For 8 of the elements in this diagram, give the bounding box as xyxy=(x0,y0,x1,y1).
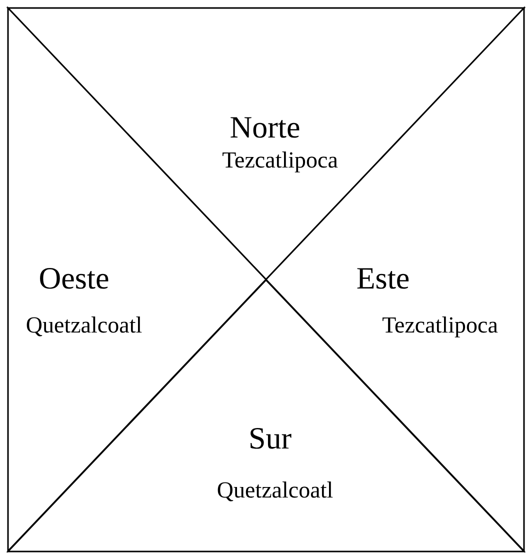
direction-label: Sur xyxy=(248,422,292,453)
direction-label: Oeste xyxy=(38,262,110,294)
direction-label: Este xyxy=(356,262,410,294)
deity-name: Quetzalcoatl xyxy=(216,478,334,501)
deity-name: Tezcatlipoca xyxy=(222,148,338,172)
deity-name: Quetzalcoatl xyxy=(26,314,142,336)
deity-name: Tezcatlipoca xyxy=(382,314,498,336)
direction-label: Norte xyxy=(230,112,300,142)
